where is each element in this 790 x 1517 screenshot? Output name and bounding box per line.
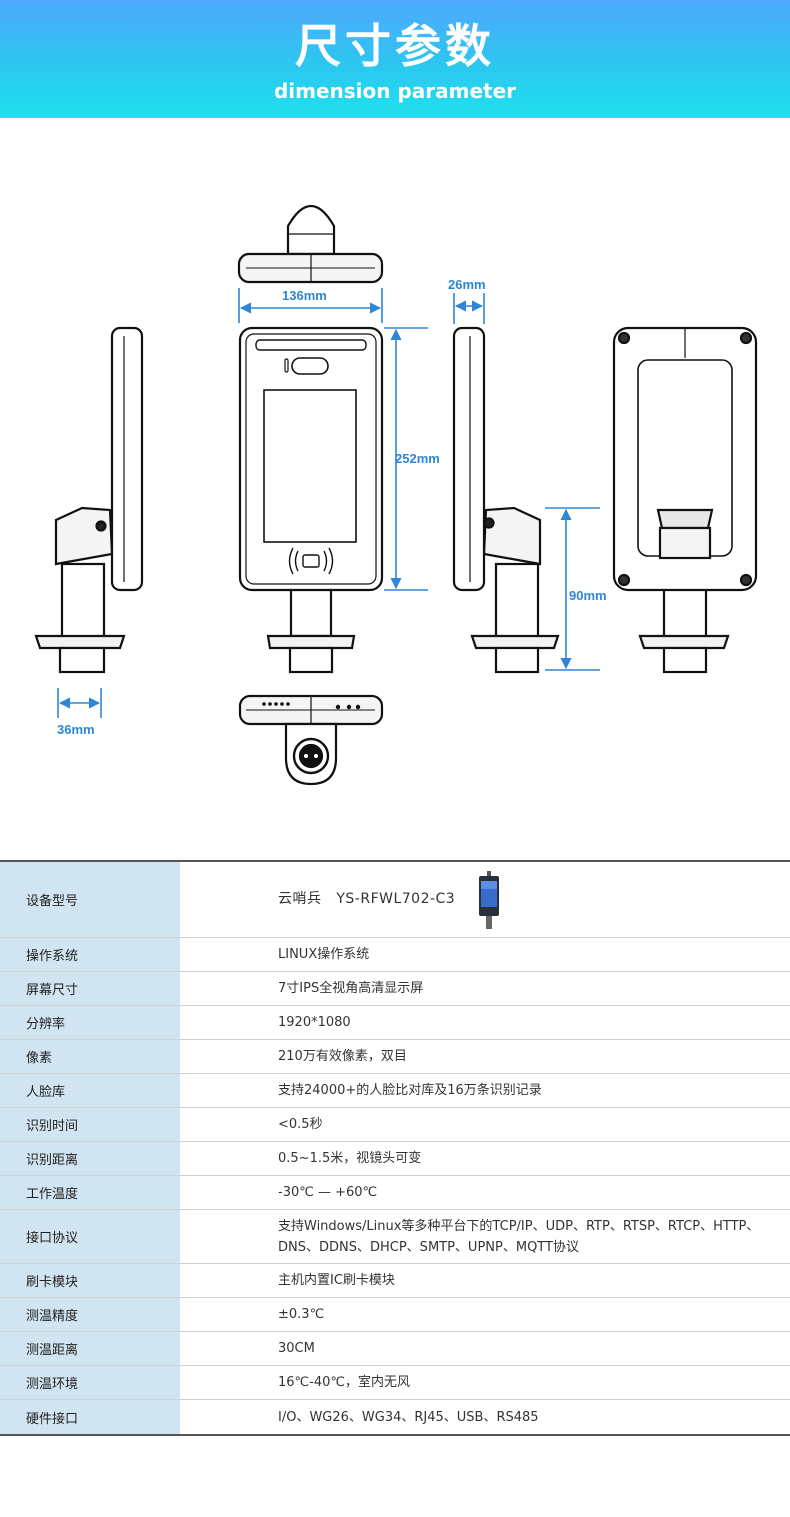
device-thumbnail <box>479 870 500 929</box>
table-row: 分辨率 1920*1080 <box>0 1006 790 1040</box>
table-row: 屏幕尺寸 7寸IPS全视角高清显示屏 <box>0 972 790 1006</box>
spec-label: 屏幕尺寸 <box>0 972 180 1005</box>
table-row: 识别距离 0.5~1.5米，视镜头可变 <box>0 1142 790 1176</box>
depth-dimension <box>453 293 485 324</box>
spec-value: 16℃-40℃，室内无风 <box>278 1375 410 1390</box>
table-row: 人脸库 支持24000+的人脸比对库及16万条识别记录 <box>0 1074 790 1108</box>
spec-label: 人脸库 <box>0 1074 180 1107</box>
bottom-view <box>238 694 384 786</box>
spec-table: 设备型号 云哨兵 YS-RFWL702-C3 操作系统 LINUX操作系统 屏幕… <box>0 860 790 1436</box>
model-name: 云哨兵 YS-RFWL702-C3 <box>278 891 456 907</box>
top-view <box>237 205 384 284</box>
spec-value: 支持Windows/Linux等多种平台下的TCP/IP、UDP、RTP、RTS… <box>278 1218 760 1255</box>
right-side-view <box>452 326 560 674</box>
back-view <box>612 326 758 674</box>
spec-label: 识别距离 <box>0 1142 180 1175</box>
spec-value: LINUX操作系统 <box>278 947 370 962</box>
spec-value: 210万有效像素，双目 <box>278 1049 407 1064</box>
spec-value: 7寸IPS全视角高清显示屏 <box>278 981 424 996</box>
height-dimension <box>384 327 428 591</box>
table-row: 工作温度 -30℃ — +60℃ <box>0 1176 790 1210</box>
spec-value: I/O、WG26、WG34、RJ45、USB、RS485 <box>278 1409 539 1425</box>
spec-label: 测温精度 <box>0 1298 180 1331</box>
page-subtitle: dimension parameter <box>273 79 517 103</box>
stand-dimension <box>545 507 600 671</box>
height-label: 252mm <box>395 451 440 466</box>
spec-label: 像素 <box>0 1040 180 1073</box>
header-banner: 尺寸参数 dimension parameter <box>0 0 790 118</box>
base-dimension <box>57 688 102 718</box>
table-row: 硬件接口 I/O、WG26、WG34、RJ45、USB、RS485 <box>0 1400 790 1434</box>
front-view <box>238 326 384 674</box>
table-row: 刷卡模块 主机内置IC刷卡模块 <box>0 1264 790 1298</box>
table-row: 接口协议 支持Windows/Linux等多种平台下的TCP/IP、UDP、RT… <box>0 1210 790 1264</box>
left-side-view <box>34 326 144 674</box>
spec-label: 设备型号 <box>0 862 180 937</box>
spec-label: 测温环境 <box>0 1366 180 1399</box>
spec-value: 支持24000+的人脸比对库及16万条识别记录 <box>278 1083 542 1098</box>
spec-value: 主机内置IC刷卡模块 <box>278 1273 395 1288</box>
table-row: 设备型号 云哨兵 YS-RFWL702-C3 <box>0 862 790 938</box>
spec-label: 工作温度 <box>0 1176 180 1209</box>
table-row: 测温精度 ±0.3℃ <box>0 1298 790 1332</box>
spec-label: 分辨率 <box>0 1006 180 1039</box>
depth-label: 26mm <box>448 277 486 292</box>
dimension-drawing: 136mm 252mm 26mm 36mm 90mm <box>0 118 790 858</box>
spec-value: -30℃ — +60℃ <box>278 1185 378 1200</box>
spec-label: 测温距离 <box>0 1332 180 1365</box>
width-dimension <box>238 288 383 323</box>
spec-label: 接口协议 <box>0 1210 180 1263</box>
table-row: 操作系统 LINUX操作系统 <box>0 938 790 972</box>
spec-label: 硬件接口 <box>0 1400 180 1434</box>
spec-value: 云哨兵 YS-RFWL702-C3 <box>180 862 790 937</box>
stand-label: 90mm <box>569 588 607 603</box>
spec-label: 识别时间 <box>0 1108 180 1141</box>
spec-label: 刷卡模块 <box>0 1264 180 1297</box>
table-row: 测温距离 30CM <box>0 1332 790 1366</box>
table-row: 识别时间 <0.5秒 <box>0 1108 790 1142</box>
table-row: 像素 210万有效像素，双目 <box>0 1040 790 1074</box>
spec-label: 操作系统 <box>0 938 180 971</box>
spec-value: ±0.3℃ <box>278 1307 325 1322</box>
spec-value: <0.5秒 <box>278 1117 323 1132</box>
page-title: 尺寸参数 <box>295 19 495 73</box>
spec-value: 0.5~1.5米，视镜头可变 <box>278 1151 422 1166</box>
spec-value: 1920*1080 <box>278 1015 351 1030</box>
width-label: 136mm <box>282 288 327 303</box>
table-row: 测温环境 16℃-40℃，室内无风 <box>0 1366 790 1400</box>
base-label: 36mm <box>57 722 95 737</box>
spec-value: 30CM <box>278 1341 315 1356</box>
